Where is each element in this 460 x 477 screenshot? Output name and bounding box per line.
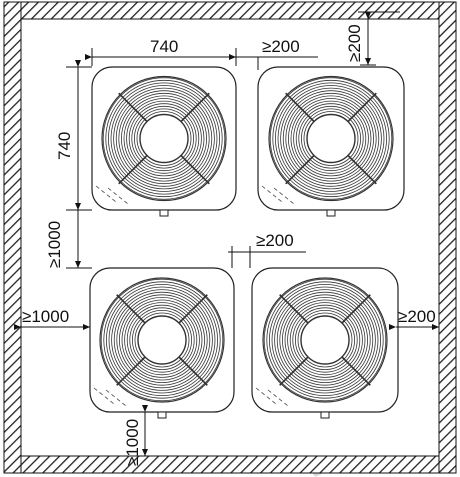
corner-dash [95,185,117,203]
fan-guard-icon [262,277,388,403]
dim-gap-wall-left-label: ≥1000 [22,307,69,326]
unit-top-right [257,66,405,217]
unit-bottom-right [251,267,399,419]
wall-top [3,1,457,20]
fan-units [89,66,405,419]
dim-unit-depth-label: 740 [55,132,74,160]
drain-port [326,209,336,217]
wall-right [438,1,457,474]
dim-gap-wall-right-label: ≥200 [398,307,436,326]
fan-guard-icon [99,277,225,403]
corner-dash [107,187,129,205]
drain-port [320,411,330,419]
dimension-lines [14,11,439,456]
dim-unit-width-label: 740 [150,37,178,56]
corner-dash [261,185,283,203]
drain-port [157,411,167,419]
dim-gap-horizontal-bottom-label: ≥200 [256,231,294,250]
fan-guard-icon [101,75,227,202]
dim-gap-rows-label: ≥1000 [45,221,64,268]
corner-dash [93,387,115,405]
unit-top-left [91,66,237,217]
fan-guard-icon [268,75,394,202]
dim-gap-horizontal-top-label: ≥200 [262,37,300,56]
unit-bottom-left [89,267,235,419]
wall-left [3,1,22,474]
drain-port [159,209,169,217]
corner-dash [105,389,127,407]
dim-gap-wall-bottom-label: ≥1000 [123,419,142,466]
corner-dash [255,387,277,405]
wall-bottom [3,455,457,474]
dim-gap-wall-top-label: ≥200 [345,24,364,62]
corner-dash [267,389,289,407]
corner-dash [273,187,295,205]
